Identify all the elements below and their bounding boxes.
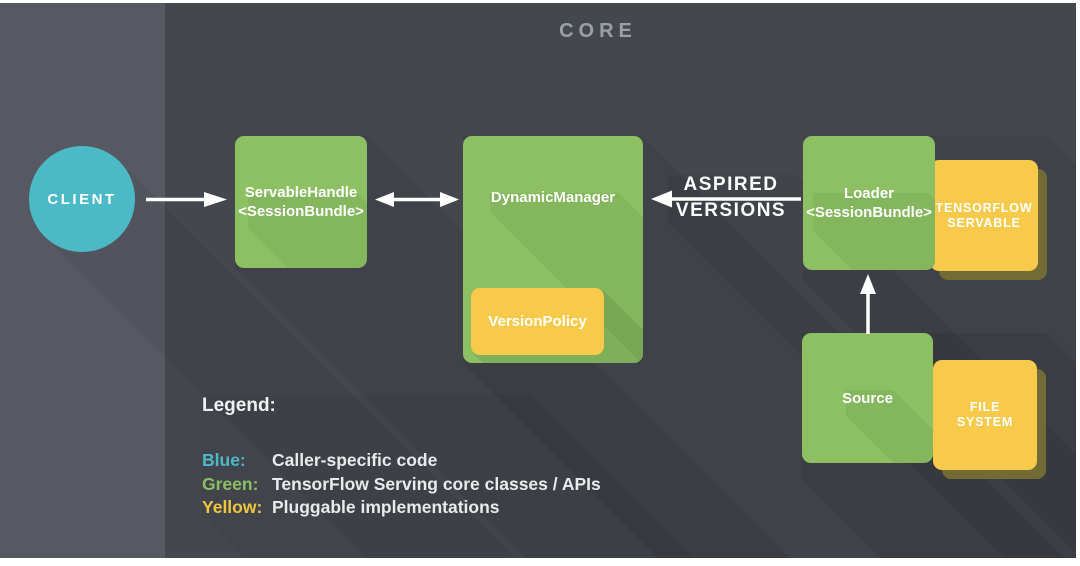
- aspired-line: ASPIRED: [683, 174, 779, 195]
- client-label: CLIENT: [47, 190, 117, 208]
- tensorflow-servable-label: TENSORFLOW SERVABLE: [935, 200, 1033, 230]
- legend-value-yellow: Pluggable implementations: [272, 497, 500, 517]
- client-zone-strip: [0, 3, 165, 558]
- versionpolicy-label: VersionPolicy: [488, 313, 587, 330]
- loader-node: Loader <SessionBundle>: [803, 136, 935, 270]
- arrow-servablehandle-dynamicmanager-bidirectional: [375, 192, 459, 207]
- loader-label: Loader <SessionBundle>: [806, 185, 932, 221]
- file-system-label: FILE SYSTEM: [956, 400, 1014, 429]
- servablehandle-node: ServableHandle <SessionBundle>: [235, 136, 367, 268]
- diagram-panel: CORE TENSORFLOW SERVABLE FILE SYSTEM CLI…: [0, 3, 1076, 558]
- legend-row-green: Green: TensorFlow Serving core classes /…: [202, 473, 601, 497]
- legend-rows: Blue: Caller-specific code Green: Tensor…: [202, 449, 601, 520]
- legend-value-green: TensorFlow Serving core classes / APIs: [272, 473, 601, 494]
- file-system-card: FILE SYSTEM: [933, 360, 1037, 470]
- versionpolicy-node: VersionPolicy: [471, 288, 604, 355]
- arrowhead-right-icon: [440, 192, 459, 207]
- dynamicmanager-label: DynamicManager: [490, 189, 616, 206]
- arrow-source-to-loader: [860, 274, 876, 334]
- source-node: Source: [802, 333, 933, 463]
- aspired-versions-label: ASPIRED VERSIONS: [656, 173, 806, 222]
- core-title: CORE: [559, 20, 637, 42]
- legend-key-green: Green:: [202, 473, 259, 494]
- legend-heading: Legend:: [202, 395, 276, 416]
- legend-row-blue: Blue: Caller-specific code: [202, 449, 601, 473]
- client-node: CLIENT: [29, 146, 135, 252]
- arrowhead-left-icon: [375, 192, 394, 207]
- legend-value-blue: Caller-specific code: [272, 450, 438, 470]
- legend: Legend: Blue: Caller-specific code Green…: [202, 395, 601, 520]
- legend-key-blue: Blue:: [202, 450, 246, 470]
- versions-line: VERSIONS: [675, 200, 787, 221]
- tensorflow-servable-card: TENSORFLOW SERVABLE: [930, 160, 1038, 271]
- source-label: Source: [842, 389, 893, 407]
- arrowhead-up-icon: [860, 274, 876, 294]
- servablehandle-label: ServableHandle <SessionBundle>: [238, 184, 364, 220]
- legend-key-yellow: Yellow:: [202, 497, 263, 517]
- arrowhead-right-icon: [204, 192, 227, 207]
- legend-row-yellow: Yellow: Pluggable implementations: [202, 496, 601, 520]
